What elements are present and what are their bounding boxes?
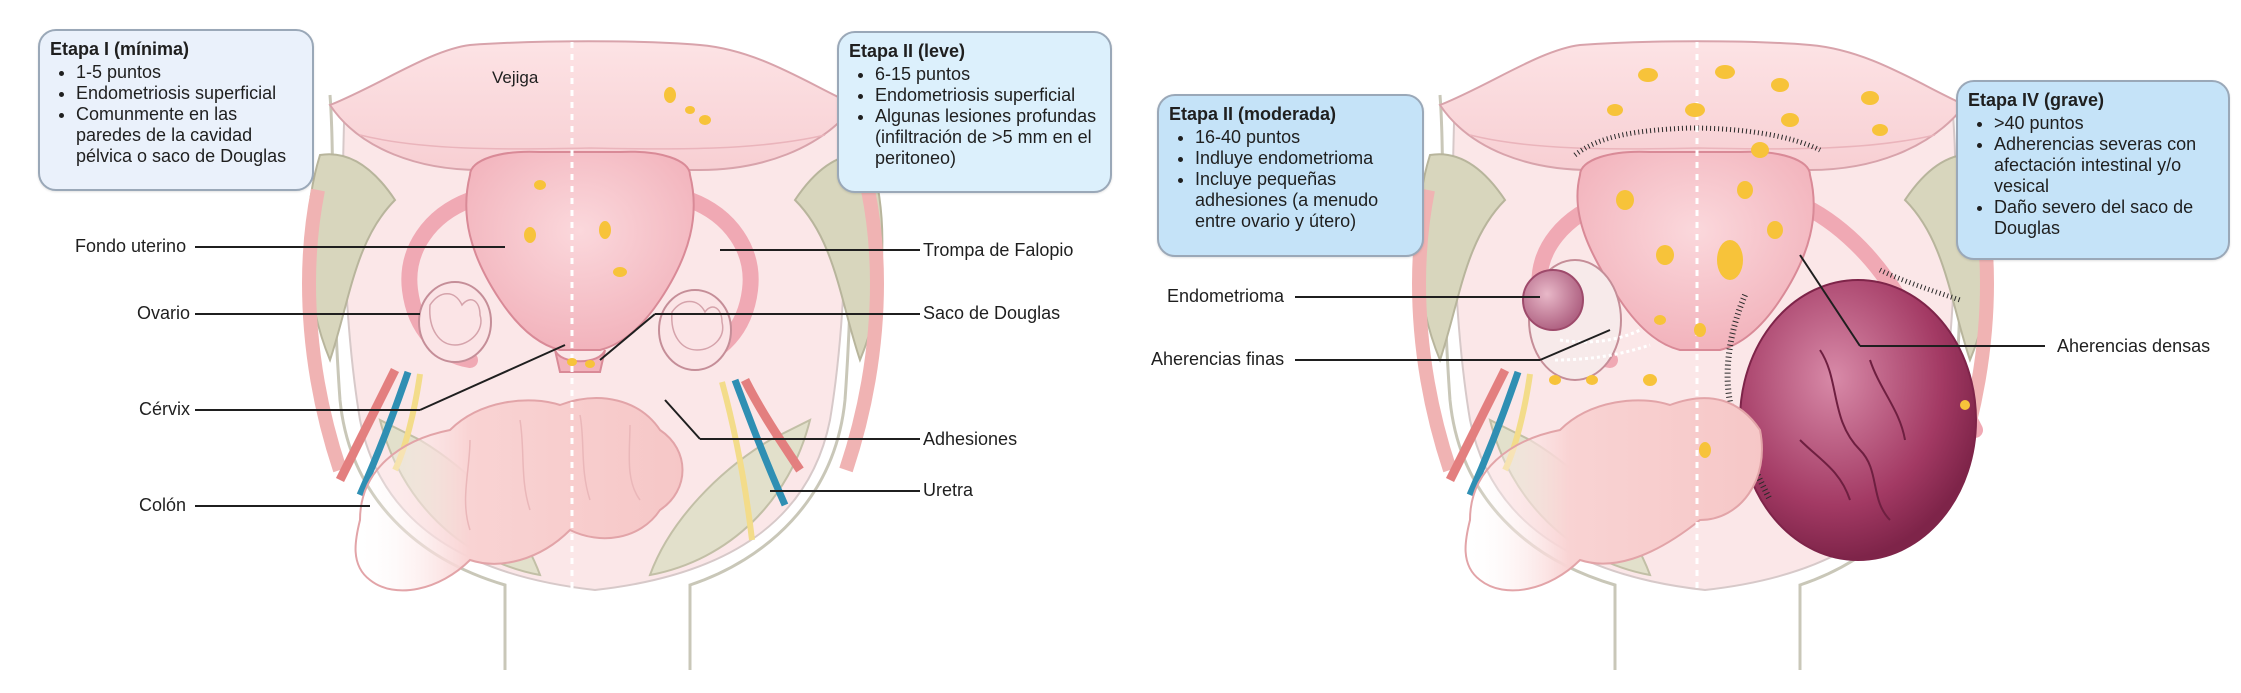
lesions-right-panel — [1549, 65, 1970, 458]
stage-box-item: Algunas lesiones profundas (infiltración… — [875, 106, 1100, 169]
stage-box-item: Incluye pequeñas adhesiones (a menudo en… — [1195, 169, 1412, 232]
uterus — [465, 150, 695, 351]
stage-box-list: 1-5 puntos Endometriosis superficial Com… — [50, 62, 302, 167]
label-saco-de-douglas: Saco de Douglas — [923, 303, 1061, 323]
ureter-right-red — [740, 377, 804, 473]
label-vejiga: Vejiga — [492, 68, 539, 87]
ovary-right — [658, 289, 732, 371]
stage-box-list: 16-40 puntos Indluye endometrioma Incluy… — [1169, 127, 1412, 232]
bladder — [328, 40, 857, 171]
colon — [354, 397, 684, 592]
ureter-left-blue — [356, 370, 412, 497]
lesions-left-panel — [524, 87, 711, 368]
label-aherencias-finas: Aherencias finas — [1151, 349, 1285, 369]
large-endometrioma — [1739, 279, 1977, 561]
right-panel-illustration — [1295, 30, 2045, 670]
stage-box-title: Etapa IV (grave) — [1968, 90, 2105, 110]
label-adhesiones: Adhesiones — [923, 429, 1018, 449]
fine-adhesions — [1554, 328, 1651, 362]
stage-box-item: Endometriosis superficial — [875, 85, 1100, 106]
stage-box-item: Indluye endometrioma — [1195, 148, 1412, 169]
ureter-left-red — [335, 367, 400, 483]
pelvic-floor-right — [648, 418, 812, 577]
label-aherencias-densas: Aherencias densas — [2057, 336, 2211, 356]
label-ovario: Ovario — [137, 303, 191, 323]
endometrioma-cyst — [1522, 269, 1584, 331]
label-uretra: Uretra — [923, 480, 974, 500]
label-colon: Colón — [139, 495, 187, 515]
stage-box-item: Daño severo del saco de Douglas — [1994, 197, 2218, 239]
label-trompa-de-falopio: Trompa de Falopio — [923, 240, 1074, 260]
ovary-left — [418, 281, 492, 363]
stage-box-etapa-ii-moderada: Etapa II (moderada) 16-40 puntos Indluye… — [1157, 94, 1424, 257]
stage-box-item: >40 puntos — [1994, 113, 2218, 134]
ureter-right-yellow — [719, 381, 755, 541]
leader-lines-right-panel — [1295, 254, 2045, 361]
stage-box-etapa-iv: Etapa IV (grave) >40 puntos Adherencias … — [1956, 80, 2230, 260]
label-endometrioma: Endometrioma — [1167, 286, 1285, 306]
stage-box-list: 6-15 puntos Endometriosis superficial Al… — [849, 64, 1100, 169]
stage-box-item: 6-15 puntos — [875, 64, 1100, 85]
stage-box-list: >40 puntos Adherencias severas con afect… — [1968, 113, 2218, 239]
left-panel-illustration — [195, 30, 920, 670]
stage-box-etapa-ii-leve: Etapa II (leve) 6-15 puntos Endometriosi… — [837, 31, 1112, 193]
label-cervix: Cérvix — [139, 399, 191, 419]
stage-box-item: Adherencias severas con afectación intes… — [1994, 134, 2218, 197]
label-fondo-uterino: Fondo uterino — [75, 236, 187, 256]
stage-box-title: Etapa I (mínima) — [50, 39, 190, 59]
abdominal-wall-left — [302, 188, 347, 473]
abdominal-wall-right — [839, 188, 884, 473]
stage-box-item: 1-5 puntos — [76, 62, 302, 83]
leader-lines-left-panel — [195, 246, 920, 507]
stage-box-title: Etapa II (leve) — [849, 41, 966, 61]
stage-box-item: Endometriosis superficial — [76, 83, 302, 104]
stage-box-title: Etapa II (moderada) — [1169, 104, 1337, 124]
stage-box-item: Comunmente en las paredes de la cavidad … — [76, 104, 302, 167]
stage-box-item: 16-40 puntos — [1195, 127, 1412, 148]
stage-box-etapa-i: Etapa I (mínima) 1-5 puntos Endometriosi… — [38, 29, 314, 191]
